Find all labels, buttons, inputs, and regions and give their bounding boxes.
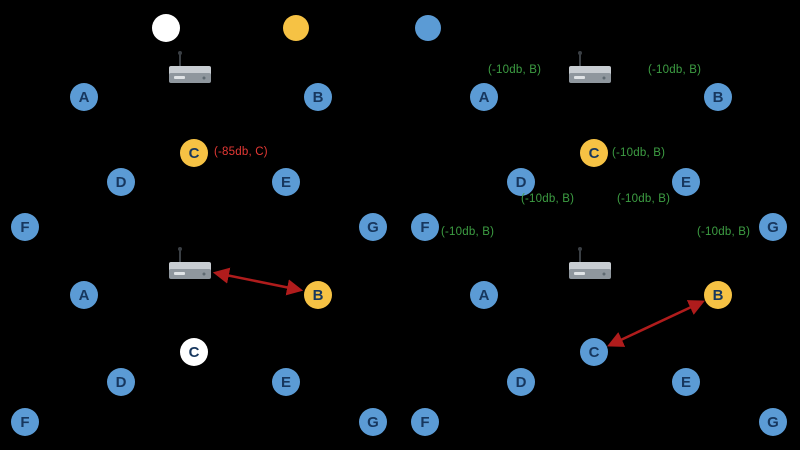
node-A: A xyxy=(70,83,98,111)
node-C: C xyxy=(180,139,208,167)
node-B: B xyxy=(704,83,732,111)
node-F: F xyxy=(11,408,39,436)
node-C: C xyxy=(580,139,608,167)
node-B: B xyxy=(304,83,332,111)
node-E: E xyxy=(272,368,300,396)
wireless-router-icon xyxy=(566,246,614,284)
wireless-router-icon xyxy=(166,50,214,88)
wireless-router-icon xyxy=(566,50,614,88)
signal-annotation: (-10db, B) xyxy=(488,64,542,76)
node-D: D xyxy=(107,168,135,196)
node-F: F xyxy=(411,213,439,241)
signal-annotation: (-10db, B) xyxy=(617,193,671,205)
node-G: G xyxy=(759,213,787,241)
signal-annotation: (-10db, B) xyxy=(521,193,575,205)
node-C: C xyxy=(580,338,608,366)
wireless-router-icon xyxy=(166,246,214,284)
node-A: A xyxy=(70,281,98,309)
roam-arrow-router-to-B xyxy=(212,267,304,296)
signal-annotation: (-85db, C) xyxy=(214,146,268,158)
node-F: F xyxy=(411,408,439,436)
legend-blue-marker xyxy=(415,15,441,41)
node-B: B xyxy=(704,281,732,309)
node-D: D xyxy=(107,368,135,396)
legend-white-marker xyxy=(152,14,180,42)
node-E: E xyxy=(272,168,300,196)
node-B: B xyxy=(304,281,332,309)
node-G: G xyxy=(359,213,387,241)
node-A: A xyxy=(470,83,498,111)
node-D: D xyxy=(507,368,535,396)
node-A: A xyxy=(470,281,498,309)
signal-annotation: (-10db, B) xyxy=(648,64,702,76)
signal-annotation: (-10db, B) xyxy=(612,147,666,159)
node-E: E xyxy=(672,168,700,196)
signal-annotation: (-10db, B) xyxy=(697,226,751,238)
node-G: G xyxy=(759,408,787,436)
node-E: E xyxy=(672,368,700,396)
node-D: D xyxy=(507,168,535,196)
signal-annotation: (-10db, B) xyxy=(441,226,495,238)
legend-yellow-marker xyxy=(283,15,309,41)
node-G: G xyxy=(359,408,387,436)
roam-arrow-C-to-B xyxy=(607,300,705,347)
node-C: C xyxy=(180,338,208,366)
node-F: F xyxy=(11,213,39,241)
